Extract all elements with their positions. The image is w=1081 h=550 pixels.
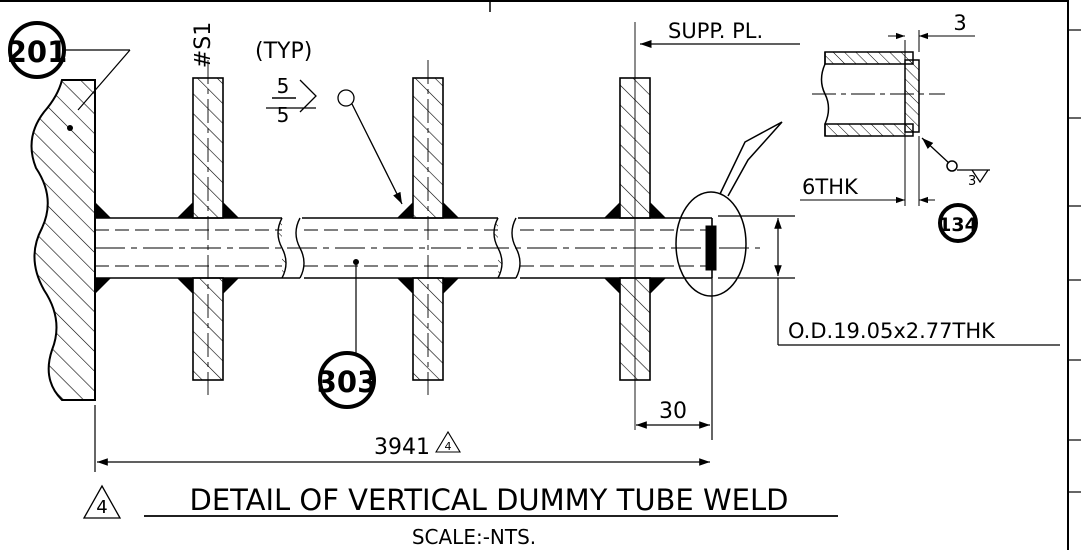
od-spec-label: O.D.19.05x2.77THK <box>788 319 996 343</box>
revision-marker: 4 <box>96 497 107 518</box>
revision-triangle-small-icon <box>435 430 461 453</box>
typ-label: (TYP) <box>255 39 312 64</box>
dim-overall <box>94 405 710 472</box>
balloon-201: 201 <box>7 21 131 111</box>
detail-gap-label: 3 <box>953 11 966 35</box>
balloon-134: 134 <box>938 203 978 243</box>
tube-tag-label: #S1 <box>191 22 216 68</box>
drawing-title: DETAIL OF VERTICAL DUMMY TUBE WELD <box>190 483 789 517</box>
weld-size-bottom: 5 <box>277 103 290 127</box>
support-plates <box>192 22 651 430</box>
detail-callout <box>675 121 783 297</box>
balloon-303: 303 <box>317 262 378 409</box>
tube <box>95 217 760 279</box>
balloon-303-label: 303 <box>317 365 378 399</box>
dim-overall-value: 3941 <box>374 435 430 460</box>
supp-pl-label: SUPP. PL. <box>668 19 763 43</box>
balloon-134-label: 134 <box>938 214 978 236</box>
dim-overall-rev: 4 <box>445 440 452 453</box>
dim-30 <box>636 278 713 440</box>
od-dimension <box>718 215 1060 346</box>
drawing-title-block: 4 DETAIL OF VERTICAL DUMMY TUBE WELD SCA… <box>82 483 838 549</box>
weld-symbol-typ <box>266 79 403 205</box>
thk-label: 6THK <box>802 175 859 199</box>
wall-section <box>30 79 96 401</box>
balloon-201-label: 201 <box>7 35 68 69</box>
weld-size-top: 5 <box>277 74 290 98</box>
weld-fillets <box>95 202 666 294</box>
detail-weld-size-label: 3 <box>968 174 976 189</box>
revision-triangle-icon <box>82 484 122 519</box>
dim-overall-label: 3941 4 <box>374 430 461 460</box>
drawing-scale: SCALE:-NTS. <box>412 525 536 549</box>
enlarged-detail <box>800 30 990 206</box>
dim-30-label: 30 <box>659 399 687 424</box>
